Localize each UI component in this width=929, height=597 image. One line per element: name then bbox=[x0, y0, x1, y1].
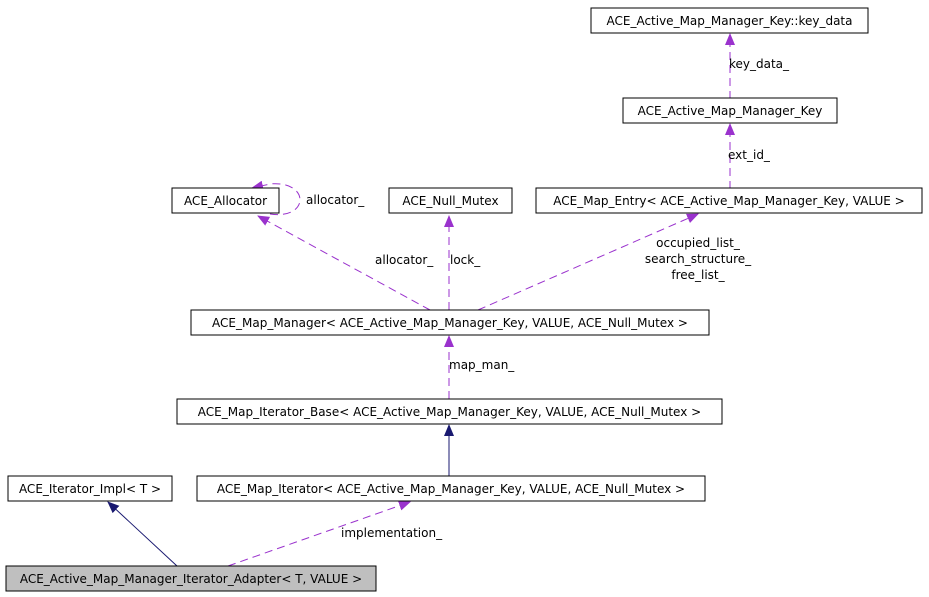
node-allocator[interactable]: ACE_Allocator bbox=[171, 187, 280, 214]
svg-text:ACE_Active_Map_Manager_Iterato: ACE_Active_Map_Manager_Iterator_Adapter<… bbox=[20, 572, 362, 586]
edge-map-entry bbox=[477, 213, 699, 311]
label-allocator: allocator_ bbox=[375, 253, 434, 267]
svg-text:ACE_Iterator_Impl< T >: ACE_Iterator_Impl< T > bbox=[19, 482, 161, 496]
label-lock: lock_ bbox=[450, 253, 481, 267]
edge-allocator-self bbox=[251, 180, 301, 216]
node-map-iterator[interactable]: ACE_Map_Iterator< ACE_Active_Map_Manager… bbox=[196, 475, 706, 502]
label-search-structure: search_structure_ bbox=[645, 252, 752, 266]
node-map-manager[interactable]: ACE_Map_Manager< ACE_Active_Map_Manager_… bbox=[190, 309, 710, 336]
node-adapter[interactable]: ACE_Active_Map_Manager_Iterator_Adapter<… bbox=[5, 565, 377, 592]
node-key[interactable]: ACE_Active_Map_Manager_Key bbox=[622, 97, 838, 124]
node-key-data[interactable]: ACE_Active_Map_Manager_Key::key_data bbox=[590, 7, 869, 34]
svg-text:ACE_Active_Map_Manager_Key: ACE_Active_Map_Manager_Key bbox=[638, 104, 823, 118]
label-implementation: implementation_ bbox=[341, 526, 443, 540]
svg-text:ACE_Allocator: ACE_Allocator bbox=[184, 194, 267, 208]
node-iterator-impl[interactable]: ACE_Iterator_Impl< T > bbox=[7, 475, 173, 502]
edge-implementation bbox=[227, 500, 411, 567]
edge-labels: key_data_ ext_id_ allocator_ allocator_ … bbox=[306, 57, 790, 540]
edges bbox=[107, 33, 735, 567]
label-ext-id: ext_id_ bbox=[728, 148, 771, 162]
svg-text:ACE_Map_Entry< ACE_Active_Map_: ACE_Map_Entry< ACE_Active_Map_Manager_Ke… bbox=[553, 194, 904, 208]
label-map-man: map_man_ bbox=[449, 358, 515, 372]
label-occupied-list: occupied_list_ bbox=[656, 236, 741, 250]
svg-text:ACE_Map_Iterator_Base< ACE_Act: ACE_Map_Iterator_Base< ACE_Active_Map_Ma… bbox=[198, 405, 701, 419]
svg-text:ACE_Active_Map_Manager_Key::ke: ACE_Active_Map_Manager_Key::key_data bbox=[606, 14, 852, 28]
edge-allocator bbox=[257, 215, 431, 311]
node-map-entry[interactable]: ACE_Map_Entry< ACE_Active_Map_Manager_Ke… bbox=[535, 187, 923, 214]
label-allocator-self: allocator_ bbox=[306, 193, 365, 207]
svg-text:ACE_Map_Manager< ACE_Active_Ma: ACE_Map_Manager< ACE_Active_Map_Manager_… bbox=[212, 316, 688, 330]
label-key-data: key_data_ bbox=[729, 57, 790, 71]
svg-text:ACE_Null_Mutex: ACE_Null_Mutex bbox=[402, 194, 498, 208]
node-iterator-base[interactable]: ACE_Map_Iterator_Base< ACE_Active_Map_Ma… bbox=[176, 398, 723, 425]
svg-text:ACE_Map_Iterator< ACE_Active_M: ACE_Map_Iterator< ACE_Active_Map_Manager… bbox=[217, 482, 685, 496]
edge-inherit-iterator-impl bbox=[107, 501, 178, 567]
node-null-mutex[interactable]: ACE_Null_Mutex bbox=[388, 187, 513, 214]
label-free-list: free_list_ bbox=[671, 268, 725, 282]
